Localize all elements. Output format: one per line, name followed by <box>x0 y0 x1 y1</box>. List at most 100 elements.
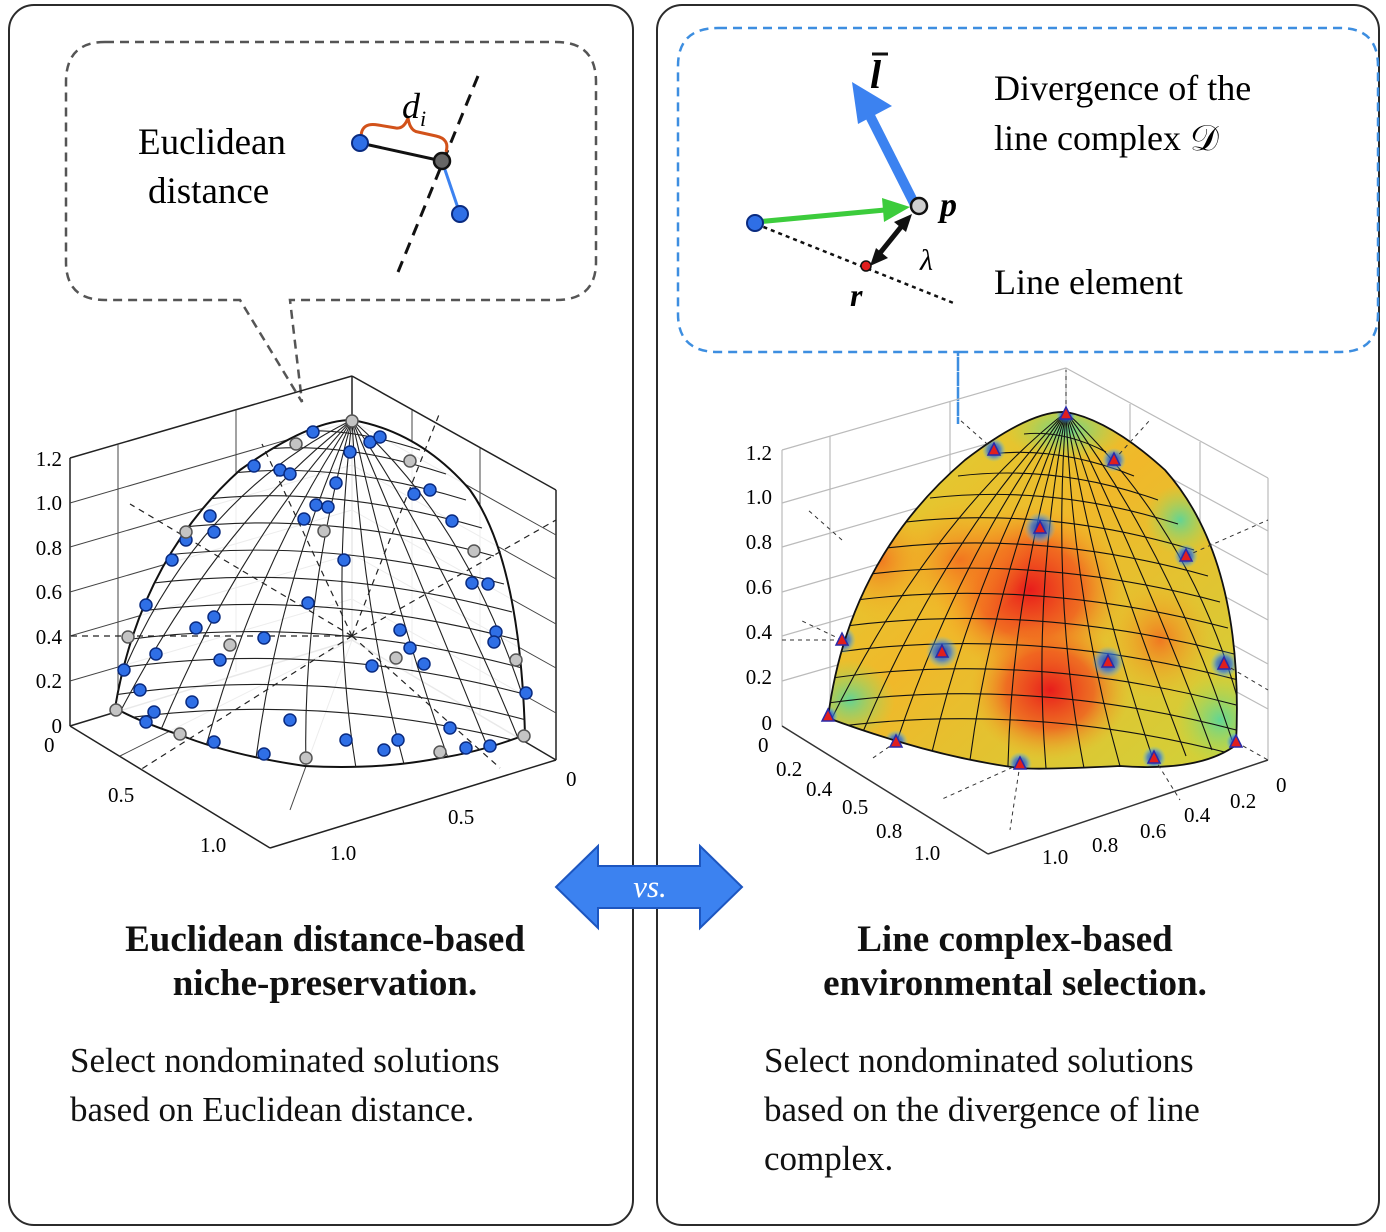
tick-label: 1.0 <box>746 485 772 509</box>
divergence-vector <box>863 109 920 208</box>
reference-line <box>396 75 480 273</box>
selected-solution-marker <box>1058 405 1074 420</box>
left-callout-bubble <box>64 40 598 403</box>
solution-point <box>465 576 479 590</box>
selected-solution-marker <box>888 733 904 748</box>
solution-point <box>481 577 495 591</box>
vs-label: vs. <box>633 869 667 904</box>
tick-label: 1.0 <box>1042 845 1068 869</box>
selected-solution-marker <box>1100 653 1116 668</box>
right-description-line-2: based on the divergence of line <box>764 1090 1200 1129</box>
tick-label: 1.0 <box>200 833 226 857</box>
solution-point <box>337 553 351 567</box>
solution-point <box>257 631 271 645</box>
reference-point <box>173 727 187 741</box>
left-heading-line-1: Euclidean distance-based <box>125 919 525 960</box>
selected-solution-marker <box>1106 451 1122 466</box>
tick-label: 0.8 <box>876 819 902 843</box>
solution-point <box>257 747 271 761</box>
solution-point <box>483 739 497 753</box>
solution-point <box>247 459 261 473</box>
distance-brace <box>359 117 449 153</box>
lambda-arrowhead-top <box>894 214 912 232</box>
tick-label: 0.4 <box>806 777 833 801</box>
tick-label: 0.6 <box>36 580 62 604</box>
left-heading-line-2: niche-preservation. <box>172 963 478 1004</box>
reference-point <box>289 437 303 451</box>
tick-label: 1.2 <box>746 441 772 465</box>
reference-point <box>467 544 481 558</box>
green-vector <box>755 207 886 225</box>
reference-point <box>403 454 417 468</box>
solution-point <box>343 445 357 459</box>
right-selected-markers <box>820 405 1244 770</box>
left-reference-points <box>109 414 531 765</box>
tick-label: 1.0 <box>330 841 356 865</box>
selected-solution-marker <box>1216 655 1232 670</box>
projection-segment <box>440 160 462 215</box>
left-description-line-2: based on Euclidean distance. <box>70 1090 475 1129</box>
right-description-line-1: Select nondominated solutions <box>764 1041 1194 1080</box>
tick-label: 0.8 <box>1092 833 1118 857</box>
solution-point <box>207 525 221 539</box>
right-x-ticks: 0 0.2 0.4 0.5 0.8 1.0 <box>758 733 940 865</box>
right-heading-line-1: Line complex-based <box>857 919 1173 960</box>
solution-point <box>459 741 473 755</box>
reference-point <box>109 703 123 717</box>
selected-solution-marker <box>1032 519 1048 534</box>
selected-solution-marker <box>934 643 950 658</box>
selected-solution-marker <box>1228 733 1244 748</box>
point-r-label: r <box>850 277 863 313</box>
solution-point <box>423 483 437 497</box>
solution-point <box>417 657 431 671</box>
solution-point <box>117 663 131 677</box>
tick-label: 0.5 <box>108 783 134 807</box>
right-z-ticks: 1.2 1.0 0.8 0.6 0.4 0.2 0 <box>746 441 773 735</box>
selected-solution-marker <box>1178 547 1194 562</box>
tick-label: 0 <box>762 711 773 735</box>
lambda-arrow <box>874 220 907 260</box>
solution-point <box>139 715 153 729</box>
divergence-label-2: line complex 𝒟 <box>994 118 1219 158</box>
solution-point <box>329 476 343 490</box>
vector-l-label: l <box>870 52 882 97</box>
lambda-label: λ <box>919 244 933 277</box>
tick-label: 0.2 <box>36 669 62 693</box>
solution-point <box>443 721 457 735</box>
solution-point <box>203 509 217 523</box>
solution-point <box>339 733 353 747</box>
tick-label: 0.4 <box>746 620 773 644</box>
distance-segment <box>359 141 443 163</box>
right-callout-bubble <box>676 26 1380 424</box>
origin-point <box>746 214 764 232</box>
solution-point <box>445 514 459 528</box>
solution-point <box>301 596 315 610</box>
solution-point <box>149 647 163 661</box>
divergence-label-1: Divergence of the <box>994 68 1251 108</box>
tick-label: 0.6 <box>1140 819 1166 843</box>
reference-point <box>121 630 135 644</box>
solution-point <box>309 498 323 512</box>
selected-solution-marker <box>986 441 1002 456</box>
solution-point <box>207 610 221 624</box>
left-description: Select nondominated solutions based on E… <box>70 1036 610 1134</box>
neighbor-point <box>451 205 469 223</box>
reference-point <box>517 729 531 743</box>
solution-point <box>133 683 147 697</box>
solution-point <box>519 686 533 700</box>
tick-label: 0.2 <box>1230 789 1256 813</box>
solution-point <box>297 512 311 526</box>
solution-point <box>351 134 369 152</box>
solution-point <box>139 598 153 612</box>
tick-label: 0.8 <box>36 536 62 560</box>
left-mesh-dome <box>70 411 557 771</box>
solution-point <box>306 425 320 439</box>
solution-point <box>207 735 221 749</box>
selected-solution-marker <box>1146 749 1162 764</box>
reference-point <box>179 525 193 539</box>
tick-label: 0 <box>44 733 55 757</box>
tick-label: 0.6 <box>746 575 772 599</box>
green-arrowhead <box>882 198 910 222</box>
reference-point <box>509 653 523 667</box>
